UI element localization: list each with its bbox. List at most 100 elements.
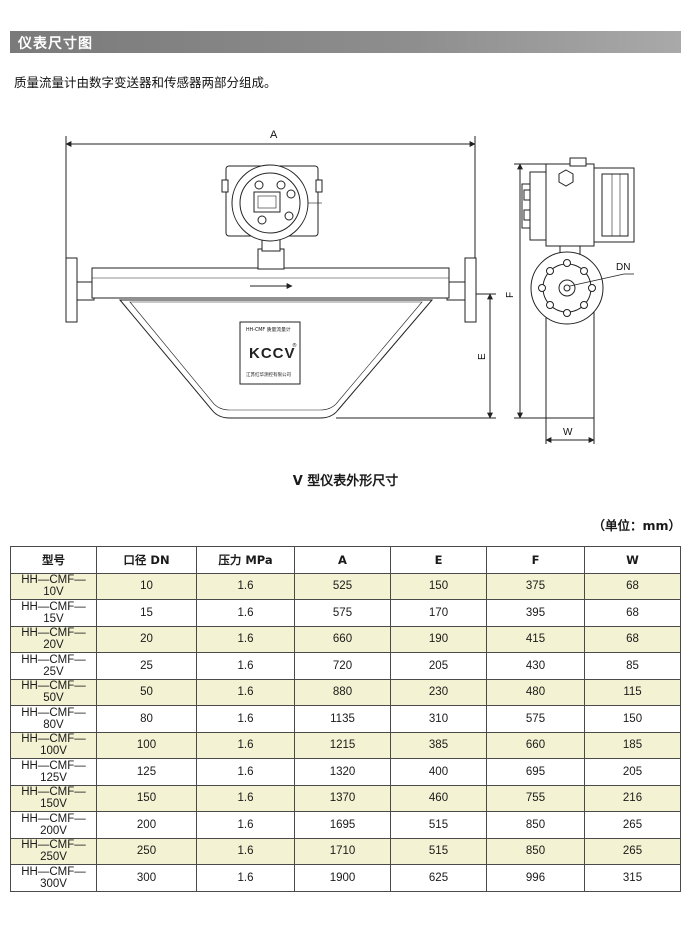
dimension-w <box>545 418 595 444</box>
cell-a: 1900 <box>294 864 391 892</box>
cell-w: 68 <box>584 599 681 627</box>
dim-label-w: W <box>563 427 573 438</box>
cell-pressure: 1.6 <box>196 705 295 733</box>
cell-a: 1215 <box>294 731 391 759</box>
cell-f: 395 <box>486 599 585 627</box>
cell-a: 1135 <box>294 705 391 733</box>
cell-pressure: 1.6 <box>196 599 295 627</box>
cell-model: HH—CMF—50V <box>10 678 97 706</box>
col-header-pressure: 压力 MPa <box>196 546 295 574</box>
cell-dn: 15 <box>96 599 197 627</box>
cell-w: 185 <box>584 731 681 759</box>
cell-model: HH—CMF—125V <box>10 758 97 786</box>
cell-w: 265 <box>584 837 681 865</box>
cell-dn: 250 <box>96 837 197 865</box>
cell-model: HH—CMF—15V <box>10 599 97 627</box>
cell-pressure: 1.6 <box>196 652 295 680</box>
cell-e: 460 <box>390 784 487 812</box>
cell-model: HH—CMF—10V <box>10 572 97 600</box>
cell-w: 150 <box>584 705 681 733</box>
cell-dn: 200 <box>96 811 197 839</box>
dim-label-f: F <box>505 292 516 298</box>
nameplate-line3: 江苏红华测控有限公司 <box>246 371 291 378</box>
nameplate-logo: KCCV <box>249 345 296 362</box>
cell-model: HH—CMF—300V <box>10 864 97 892</box>
cell-pressure: 1.6 <box>196 678 295 706</box>
cell-model: HH—CMF—100V <box>10 731 97 759</box>
cell-model: HH—CMF—200V <box>10 811 97 839</box>
cell-f: 430 <box>486 652 585 680</box>
cell-a: 660 <box>294 625 391 653</box>
table-header-row: 型号 口径 DN 压力 MPa A E F W <box>10 546 681 574</box>
cell-dn: 50 <box>96 678 197 706</box>
dim-label-dn: DN <box>616 262 630 273</box>
cell-dn: 100 <box>96 731 197 759</box>
cell-pressure: 1.6 <box>196 625 295 653</box>
col-header-e: E <box>390 546 487 574</box>
cell-pressure: 1.6 <box>196 784 295 812</box>
cell-w: 216 <box>584 784 681 812</box>
dimension-a <box>65 136 476 265</box>
cell-dn: 150 <box>96 784 197 812</box>
cell-model: HH—CMF—150V <box>10 784 97 812</box>
cell-f: 660 <box>486 731 585 759</box>
cell-e: 230 <box>390 678 487 706</box>
cell-f: 375 <box>486 572 585 600</box>
cell-w: 315 <box>584 864 681 892</box>
dimension-drawing: A HH-CMF 质量流量计 KCCV ® 江苏红华测控有限公司 <box>65 129 635 444</box>
cell-w: 205 <box>584 758 681 786</box>
cell-e: 385 <box>390 731 487 759</box>
cell-e: 205 <box>390 652 487 680</box>
cell-pressure: 1.6 <box>196 811 295 839</box>
cell-e: 400 <box>390 758 487 786</box>
cell-e: 170 <box>390 599 487 627</box>
figure-caption: V 型仪表外形尺寸 <box>292 474 399 489</box>
cell-e: 150 <box>390 572 487 600</box>
cell-pressure: 1.6 <box>196 731 295 759</box>
cell-a: 1695 <box>294 811 391 839</box>
cell-a: 1320 <box>294 758 391 786</box>
cell-dn: 10 <box>96 572 197 600</box>
cell-a: 720 <box>294 652 391 680</box>
cell-a: 1370 <box>294 784 391 812</box>
unit-note: （单位：mm） <box>592 518 681 533</box>
nameplate-line1: HH-CMF 质量流量计 <box>246 326 291 333</box>
cell-model: HH—CMF—80V <box>10 705 97 733</box>
intro-text: 质量流量计由数字变送器和传感器两部分组成。 <box>14 75 277 90</box>
cell-e: 625 <box>390 864 487 892</box>
cell-f: 480 <box>486 678 585 706</box>
cell-w: 85 <box>584 652 681 680</box>
cell-a: 1710 <box>294 837 391 865</box>
cell-dn: 25 <box>96 652 197 680</box>
section-header-bar: 仪表尺寸图 <box>10 31 681 53</box>
cell-w: 68 <box>584 572 681 600</box>
cell-pressure: 1.6 <box>196 864 295 892</box>
cell-e: 310 <box>390 705 487 733</box>
cell-model: HH—CMF—25V <box>10 652 97 680</box>
dimension-f <box>514 163 546 419</box>
cell-a: 880 <box>294 678 391 706</box>
col-header-a: A <box>294 546 391 574</box>
nameplate-registered-mark: ® <box>292 342 297 349</box>
col-header-w: W <box>584 546 681 574</box>
cell-e: 515 <box>390 837 487 865</box>
cell-f: 415 <box>486 625 585 653</box>
cell-pressure: 1.6 <box>196 758 295 786</box>
cell-model: HH—CMF—20V <box>10 625 97 653</box>
cell-dn: 80 <box>96 705 197 733</box>
cell-f: 575 <box>486 705 585 733</box>
dimension-e <box>336 293 496 419</box>
dim-label-a: A <box>270 129 278 141</box>
cell-e: 515 <box>390 811 487 839</box>
cell-e: 190 <box>390 625 487 653</box>
